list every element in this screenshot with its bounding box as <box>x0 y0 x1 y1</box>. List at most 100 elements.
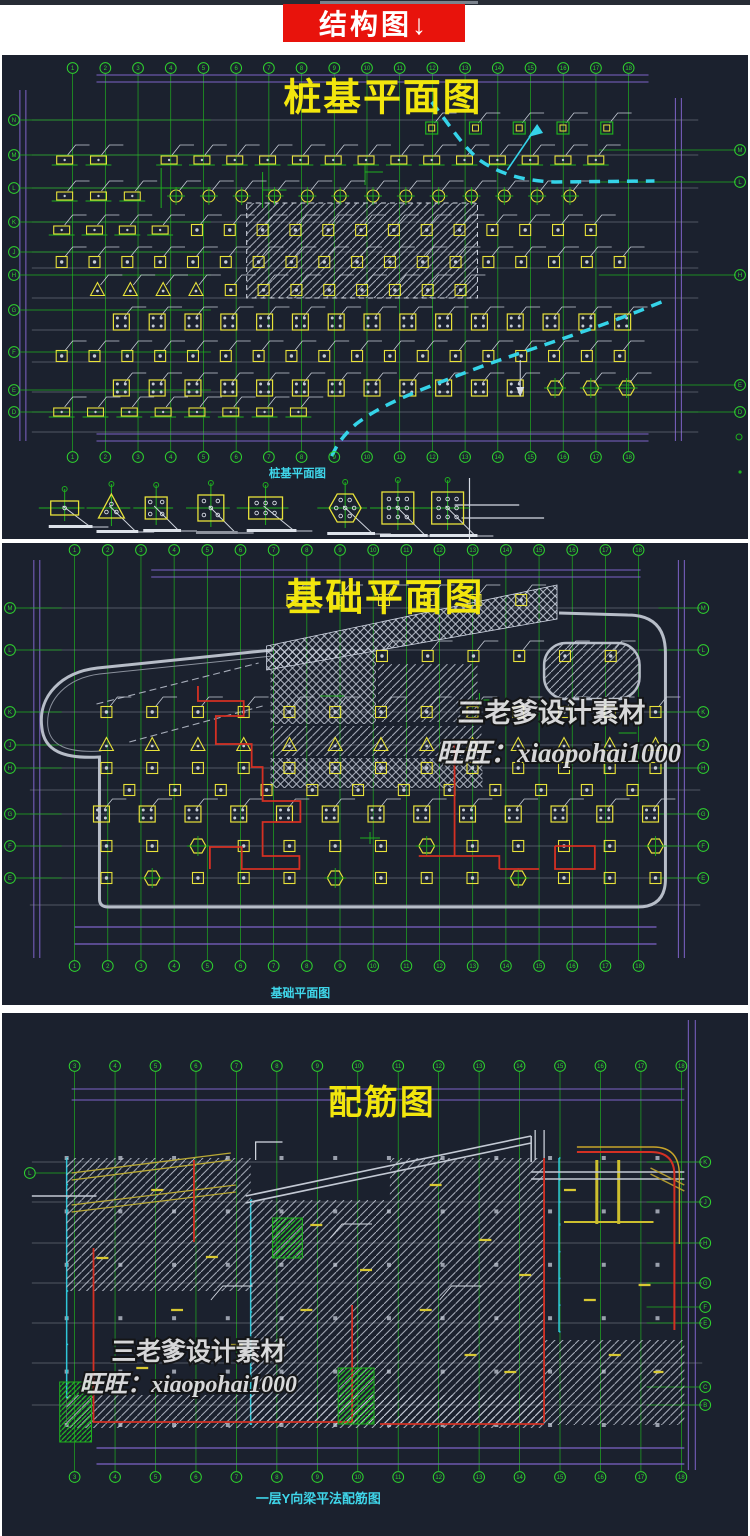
svg-text:1: 1 <box>71 66 75 72</box>
svg-text:14: 14 <box>503 548 510 554</box>
svg-text:13: 13 <box>476 1064 483 1070</box>
svg-text:D: D <box>738 410 743 416</box>
svg-text:M: M <box>701 606 706 612</box>
svg-text:16: 16 <box>569 548 576 554</box>
svg-text:17: 17 <box>602 548 609 554</box>
window-top-strip <box>0 0 750 5</box>
svg-text:L: L <box>702 648 706 654</box>
svg-text:H: H <box>12 273 16 279</box>
svg-text:J: J <box>12 250 15 256</box>
svg-text:17: 17 <box>593 455 600 461</box>
svg-text:3: 3 <box>139 964 143 970</box>
svg-text:1: 1 <box>71 455 75 461</box>
svg-text:4: 4 <box>172 964 176 970</box>
drawing-title-rebar-plan: 配筋图 <box>328 1084 435 1122</box>
svg-text:8: 8 <box>300 455 304 461</box>
svg-text:11: 11 <box>395 1475 402 1481</box>
svg-text:17: 17 <box>638 1475 645 1481</box>
svg-text:4: 4 <box>113 1475 117 1481</box>
svg-text:D: D <box>12 410 17 416</box>
svg-text:11: 11 <box>397 455 404 461</box>
svg-text:M: M <box>738 148 743 154</box>
svg-text:H: H <box>701 766 705 772</box>
svg-text:11: 11 <box>403 964 410 970</box>
svg-text:6: 6 <box>194 1475 198 1481</box>
svg-text:16: 16 <box>597 1475 604 1481</box>
svg-text:7: 7 <box>272 964 276 970</box>
svg-text:4: 4 <box>113 1064 117 1070</box>
svg-text:J: J <box>702 743 705 749</box>
svg-text:18: 18 <box>678 1475 685 1481</box>
svg-text:J: J <box>8 743 11 749</box>
svg-text:18: 18 <box>635 548 642 554</box>
svg-text:B: B <box>703 1403 707 1409</box>
svg-text:10: 10 <box>354 1064 361 1070</box>
svg-text:13: 13 <box>476 1475 483 1481</box>
svg-text:F: F <box>701 844 705 850</box>
svg-text:14: 14 <box>516 1475 523 1481</box>
svg-text:14: 14 <box>516 1064 523 1070</box>
svg-text:6: 6 <box>234 455 238 461</box>
svg-text:18: 18 <box>625 455 632 461</box>
watermark-line1: 三老爹设计素材 <box>458 698 646 728</box>
svg-text:1: 1 <box>73 548 77 554</box>
svg-text:H: H <box>738 273 742 279</box>
svg-text:11: 11 <box>397 66 404 72</box>
svg-text:3: 3 <box>136 455 140 461</box>
svg-text:3: 3 <box>139 548 143 554</box>
svg-text:2: 2 <box>106 548 110 554</box>
svg-text:5: 5 <box>202 455 206 461</box>
svg-text:10: 10 <box>364 455 371 461</box>
svg-text:13: 13 <box>469 548 476 554</box>
drawing-title-foundation-plan: 基础平面图 <box>286 577 485 619</box>
svg-text:3: 3 <box>73 1475 77 1481</box>
svg-text:15: 15 <box>527 455 534 461</box>
svg-text:11: 11 <box>395 1064 402 1070</box>
svg-text:7: 7 <box>272 548 276 554</box>
svg-text:K: K <box>8 710 12 716</box>
svg-text:L: L <box>12 186 16 192</box>
svg-text:8: 8 <box>275 1475 279 1481</box>
svg-text:F: F <box>12 350 16 356</box>
svg-text:5: 5 <box>154 1064 158 1070</box>
svg-text:E: E <box>701 876 705 882</box>
svg-text:10: 10 <box>370 964 377 970</box>
svg-text:13: 13 <box>462 66 469 72</box>
svg-text:N: N <box>12 118 16 124</box>
drawing-caption-foundation-plan: 基础平面图 <box>270 985 331 1000</box>
svg-text:7: 7 <box>235 1064 239 1070</box>
svg-text:L: L <box>28 1171 32 1177</box>
svg-text:6: 6 <box>194 1064 198 1070</box>
drawing-caption-rebar-plan: 一层Y向梁平法配筋图 <box>256 1491 381 1506</box>
svg-text:M: M <box>7 606 12 612</box>
svg-text:H: H <box>703 1241 707 1247</box>
svg-text:3: 3 <box>73 1064 77 1070</box>
svg-text:16: 16 <box>569 964 576 970</box>
svg-text:5: 5 <box>202 66 206 72</box>
svg-text:2: 2 <box>106 964 110 970</box>
svg-text:12: 12 <box>435 1064 442 1070</box>
svg-text:16: 16 <box>560 66 567 72</box>
svg-text:1: 1 <box>73 964 77 970</box>
svg-text:2: 2 <box>104 455 108 461</box>
svg-text:E: E <box>738 383 742 389</box>
svg-text:7: 7 <box>235 1475 239 1481</box>
svg-text:G: G <box>701 812 706 818</box>
svg-text:12: 12 <box>436 548 443 554</box>
svg-text:C: C <box>703 1385 708 1391</box>
svg-text:F: F <box>703 1305 707 1311</box>
svg-text:4: 4 <box>169 455 173 461</box>
svg-text:8: 8 <box>300 66 304 72</box>
svg-text:10: 10 <box>354 1475 361 1481</box>
svg-text:16: 16 <box>560 455 567 461</box>
window-top-strip-segment <box>320 1 478 4</box>
svg-text:4: 4 <box>172 548 176 554</box>
svg-text:17: 17 <box>638 1064 645 1070</box>
svg-text:H: H <box>8 766 12 772</box>
svg-text:18: 18 <box>625 66 632 72</box>
svg-text:7: 7 <box>267 66 271 72</box>
